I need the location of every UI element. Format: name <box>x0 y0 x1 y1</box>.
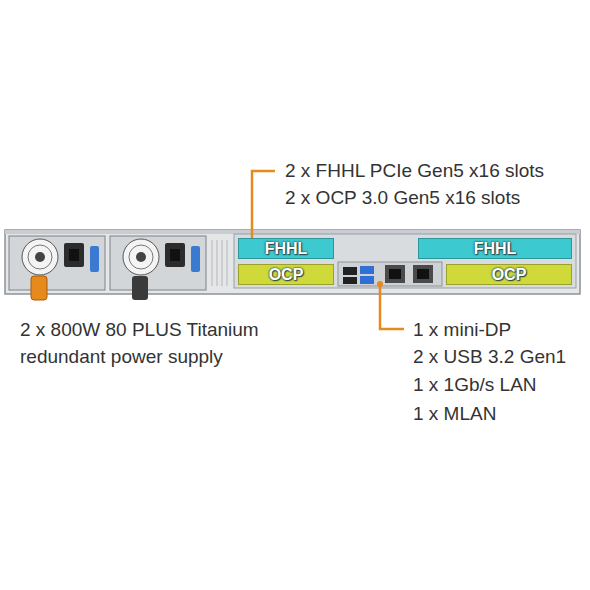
callout-text: 2 x USB 3.2 Gen1 <box>413 343 583 370</box>
slot-label: FHHL <box>265 240 308 258</box>
callout-text: 1 x MLAN <box>413 400 583 427</box>
callout-text: 1 x 1Gb/s LAN <box>413 371 583 398</box>
callout-text: 2 x FHHL PCIe Gen5 x16 slots <box>285 157 585 184</box>
slot-label: OCP <box>269 266 304 284</box>
callout-text: 2 x 800W 80 PLUS Titanium redundant powe… <box>20 316 295 370</box>
callout-text: 1 x mini-DP <box>413 316 583 343</box>
slot-label: OCP <box>492 266 527 284</box>
fhhl-slot: FHHL <box>418 238 572 259</box>
slot-label: FHHL <box>474 240 517 258</box>
ocp-slot: OCP <box>238 264 334 285</box>
fhhl-slot: FHHL <box>238 238 334 259</box>
callout-text: 2 x OCP 3.0 Gen5 x16 slots <box>285 184 585 211</box>
ocp-slot: OCP <box>446 264 572 285</box>
